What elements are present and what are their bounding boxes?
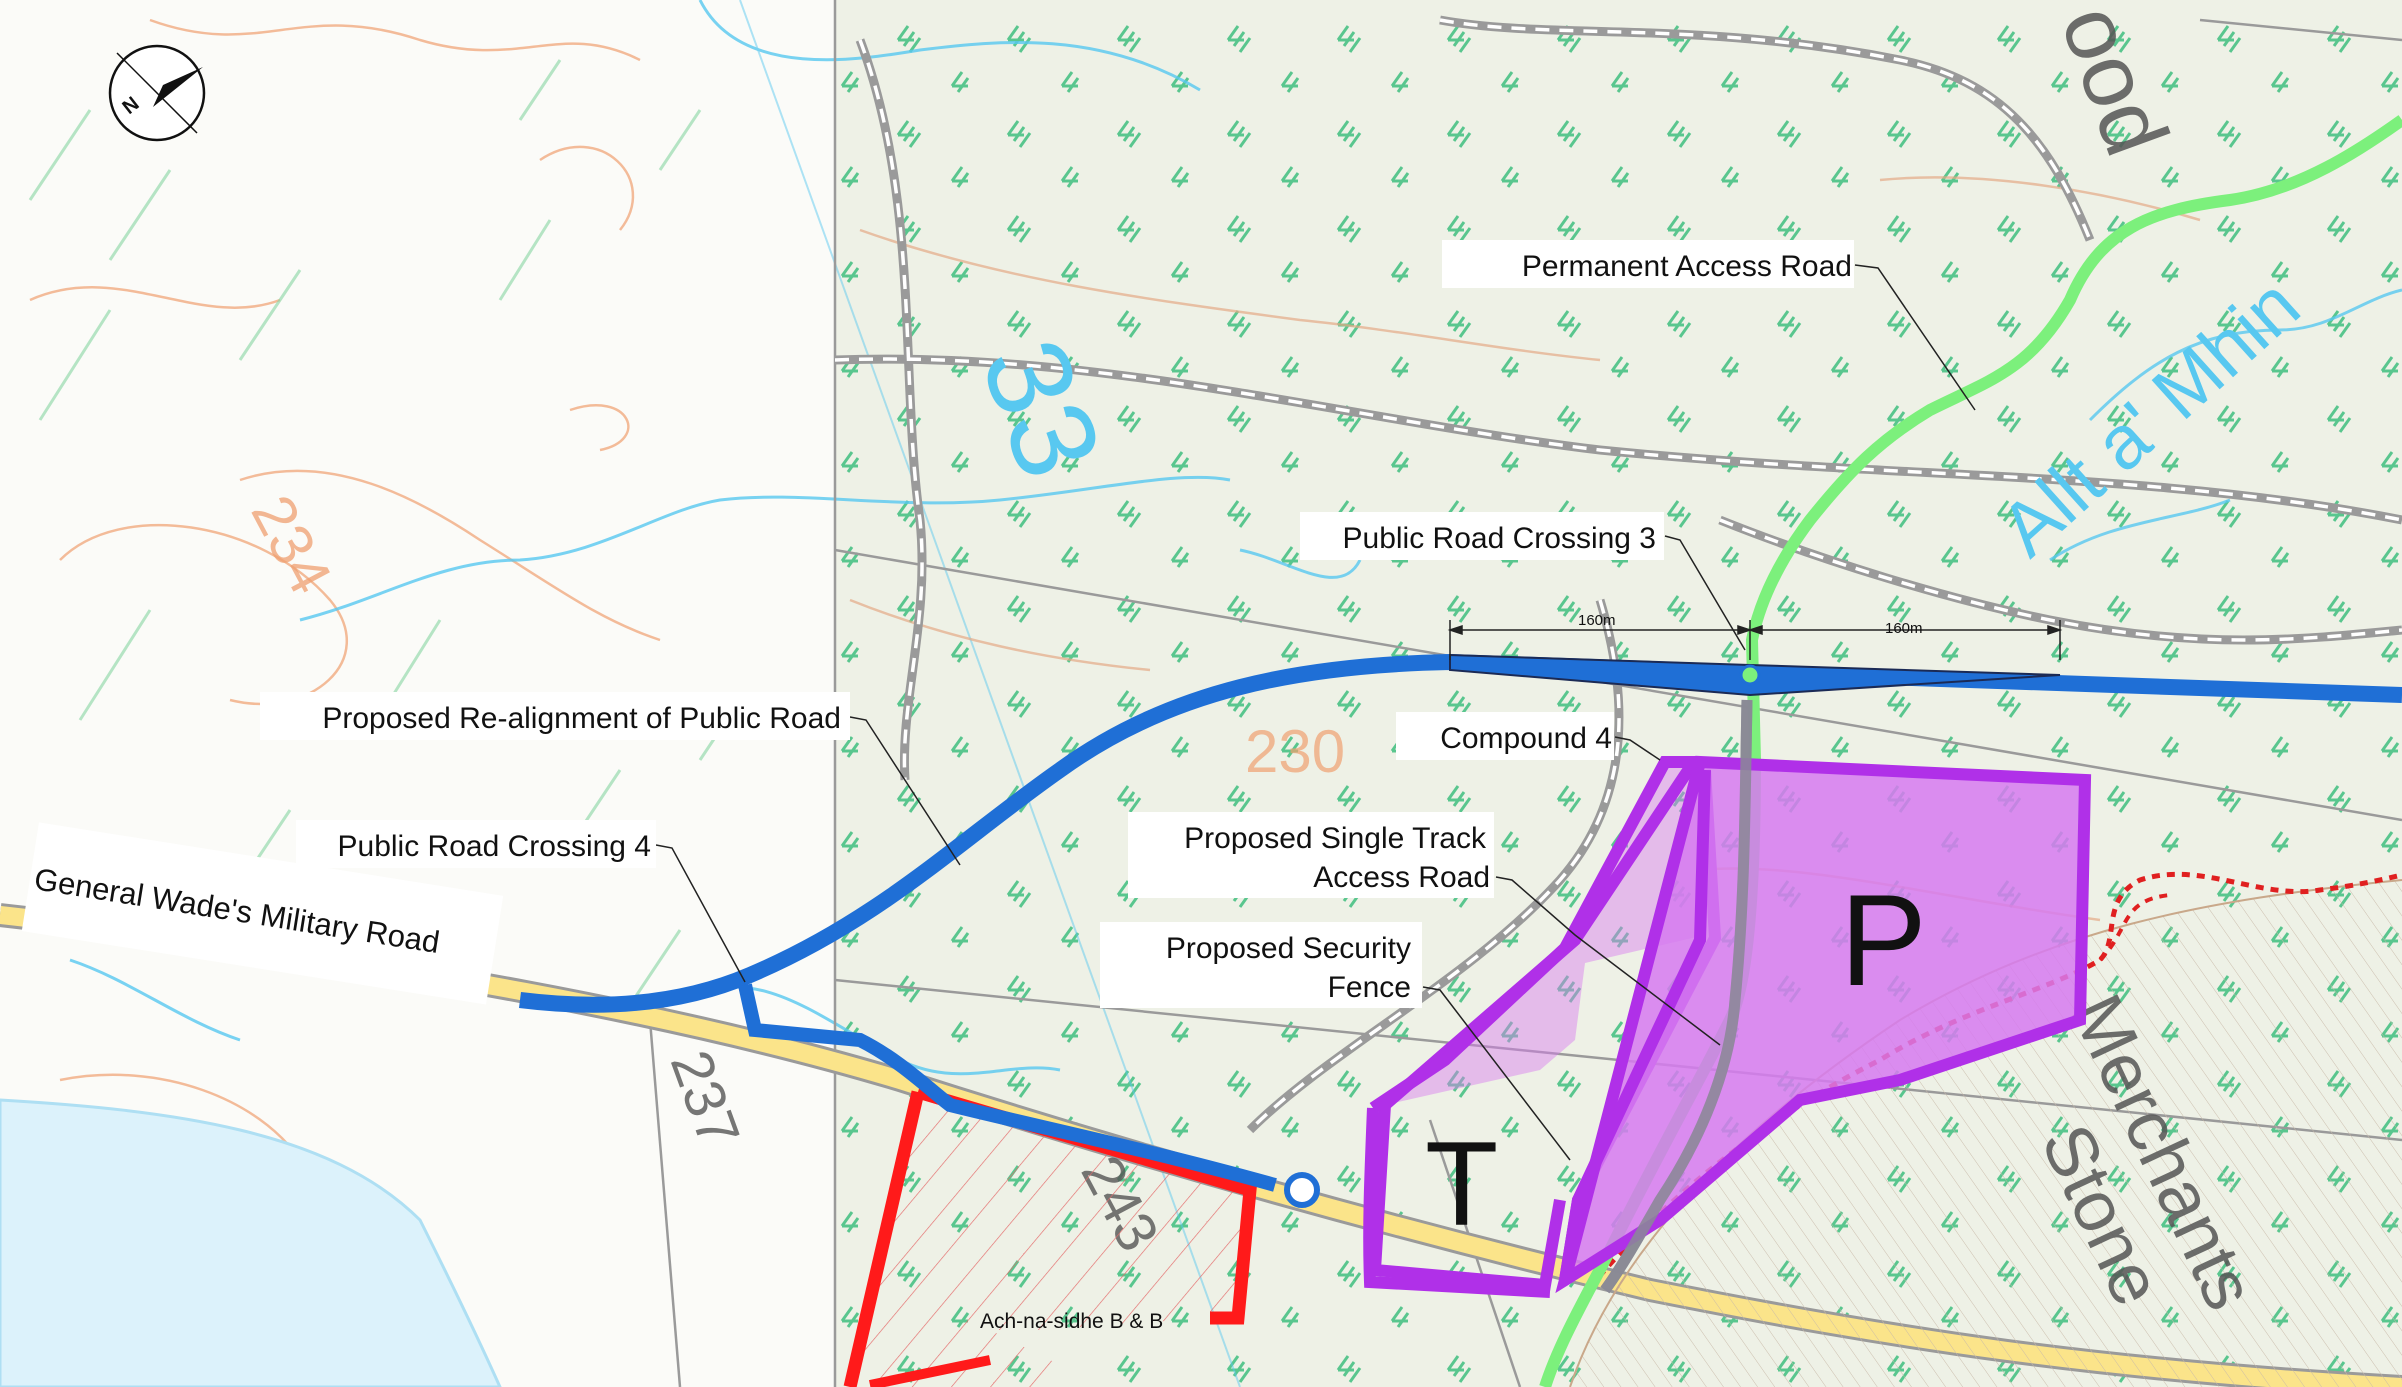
label-proposed-realignment: Proposed Re-alignment of Public Road (322, 702, 841, 735)
public-road (519, 653, 2402, 1208)
compound-t-label: T (1425, 1117, 1498, 1251)
compound-4: P T (1363, 699, 2092, 1298)
leader-lines (655, 264, 1976, 1161)
dimension-left: 160m (1578, 612, 1616, 629)
label-bnb: Ach-na-sidhe B & B (980, 1310, 1163, 1333)
annotations: Permanent Access Road Public Road Crossi… (21, 240, 1854, 1333)
north-arrow-icon: N (108, 44, 206, 142)
dimension-right: 160m (1885, 620, 1923, 637)
label-single-track-line2: Access Road (1313, 861, 1490, 894)
label-permanent-access-road: Permanent Access Road (1522, 250, 1852, 283)
crossing-3-marker (1739, 664, 1761, 686)
label-security-fence-line2: Fence (1328, 971, 1411, 1004)
label-single-track-line1: Proposed Single Track (1184, 822, 1487, 855)
bnb-boundary (843, 1085, 1257, 1387)
label-compound-4: Compound 4 (1440, 722, 1612, 755)
label-public-road-crossing-4: Public Road Crossing 4 (338, 830, 652, 863)
realigned-public-road-line (519, 653, 2402, 1013)
label-security-fence-line1: Proposed Security (1166, 932, 1411, 965)
compound-p-label: P (1840, 867, 1927, 1013)
spot-height-230: 230 (1245, 718, 1345, 785)
dimension-lines (1447, 620, 2063, 660)
road-end-turning-head (1284, 1172, 1320, 1208)
label-public-road-crossing-3: Public Road Crossing 3 (1343, 522, 1657, 555)
